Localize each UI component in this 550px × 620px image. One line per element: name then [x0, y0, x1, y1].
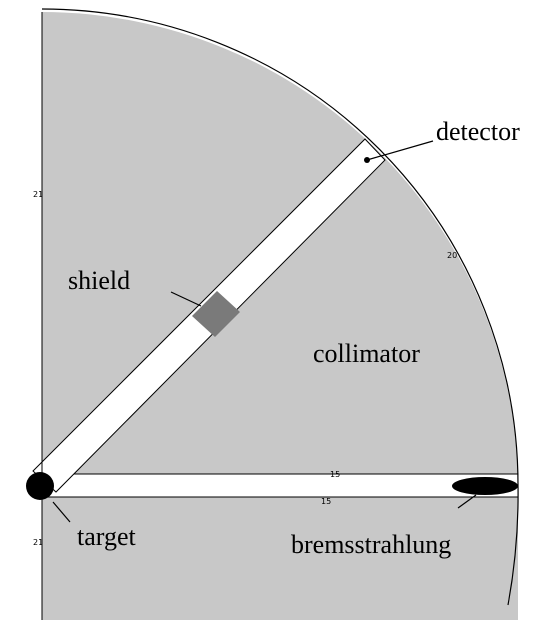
shield-leader-line — [170, 291, 202, 307]
detector-leader-line — [366, 140, 434, 161]
region-number-channel-bottom: 15 — [321, 497, 331, 506]
shield-label: shield — [68, 266, 130, 295]
collimator-label: collimator — [313, 339, 420, 368]
collimator-lower-band — [42, 485, 518, 620]
horizontal-channel — [41, 473, 519, 498]
region-number-upper-left: 21 — [33, 190, 43, 199]
bremsstrahlung-leader-line — [457, 494, 477, 509]
bremsstrahlung-spot — [452, 477, 518, 495]
shield-block — [192, 291, 240, 337]
detector-label: detector — [436, 117, 520, 146]
region-number-channel-top: 15 — [330, 470, 340, 479]
outer-arc — [41, 8, 519, 606]
target-label: target — [77, 522, 136, 551]
region-number-arc: 20 — [447, 251, 457, 260]
target-sphere — [26, 472, 54, 500]
region-number-lower-left: 21 — [33, 538, 43, 547]
bremsstrahlung-label: bremsstrahlung — [291, 530, 451, 559]
target-leader-line — [52, 501, 71, 523]
